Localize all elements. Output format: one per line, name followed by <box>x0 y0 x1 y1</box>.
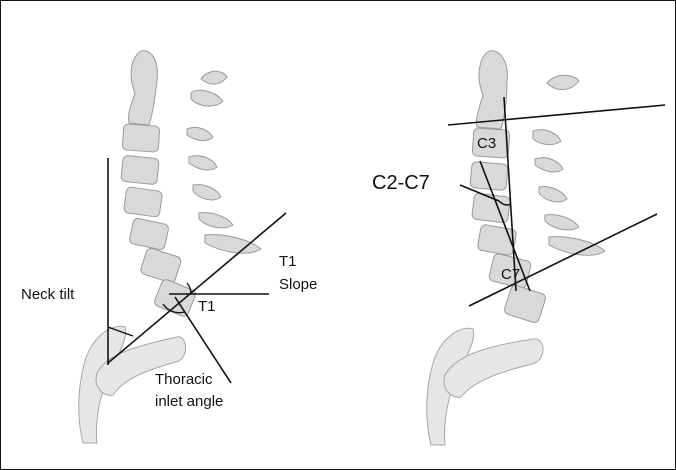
t1-slope-label-line2: Slope <box>279 276 317 293</box>
c2-odontoid-bone-right <box>476 51 507 129</box>
c2-c7-label: C2-C7 <box>372 172 430 194</box>
c2-odontoid-bone <box>128 51 157 125</box>
thoracic-inlet-label-line1: Thoracic <box>155 371 213 388</box>
vertebra-body-t1-right <box>503 284 547 324</box>
vertebra-body-c4 <box>121 155 160 185</box>
facet-c6 <box>199 213 233 228</box>
t1-slope-label-line1: T1 <box>279 253 297 270</box>
spinous-process-c7 <box>205 235 261 254</box>
neck-tilt-label: Neck tilt <box>21 286 75 303</box>
thoracic-inlet-label-line2: inlet angle <box>155 393 223 410</box>
vertebra-body-c5 <box>123 187 162 218</box>
spinous-process-c2-right <box>547 75 579 89</box>
facet-c4-right <box>535 158 563 172</box>
vertebra-body-c7 <box>140 247 183 284</box>
c3-label: C3 <box>477 135 496 152</box>
facet-c3 <box>187 127 213 140</box>
facet-c5-right <box>539 187 567 202</box>
facet-c4 <box>189 156 217 170</box>
t1-label: T1 <box>198 298 216 315</box>
vertebra-body-c6 <box>129 218 170 251</box>
spinous-process-c2 <box>201 71 227 84</box>
c7-label: C7 <box>501 266 520 283</box>
facet-c3-right <box>533 130 561 145</box>
facet-c5 <box>193 185 221 200</box>
spinous-process-c3 <box>191 90 223 106</box>
facet-c6-right <box>545 215 579 230</box>
vertebra-body-c3 <box>122 124 160 152</box>
right-spine-panel: C2-C7 C3 C7 <box>372 51 665 445</box>
left-spine-panel: Neck tilt T1 Slope T1 Thoracic inlet ang… <box>21 51 317 443</box>
